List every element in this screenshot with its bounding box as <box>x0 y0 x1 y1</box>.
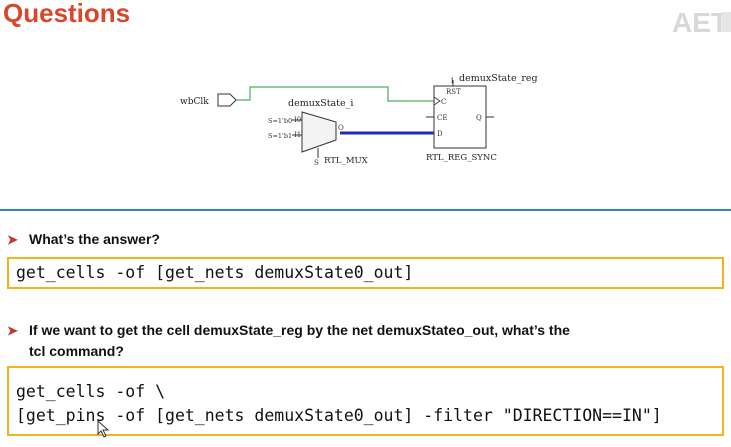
rtl-schematic: wbClk demuxState_i S=1'b0 I0 S=1'b1 I1 O… <box>180 73 538 167</box>
mux-out-pin: O <box>338 124 344 132</box>
mux-sel-pin: S <box>314 159 319 167</box>
logo-text: AET <box>672 7 728 38</box>
answer-2-code: get_cells -of \ [get_pins -of [get_nets … <box>7 366 724 436</box>
reg-q-pin: Q <box>476 114 482 122</box>
mux-instance-label: demuxState_i <box>288 98 353 109</box>
question-2-text-line1: If we want to get the cell demuxState_re… <box>29 322 570 338</box>
question-1-text: What’s the answer? <box>29 231 160 247</box>
reg-type-label: RTL_REG_SYNC <box>426 153 497 163</box>
clock-net <box>236 86 434 102</box>
code-line: [get_pins -of [get_nets demuxState0_out]… <box>16 406 662 425</box>
input-port-icon <box>217 93 237 107</box>
code-line: get_cells -of \ <box>16 382 166 401</box>
mux-shape <box>301 111 337 153</box>
section-divider <box>0 209 731 211</box>
question-2-text-line2: tcl command? <box>29 343 124 359</box>
aet-logo: AET <box>672 7 731 38</box>
answer-1-code: get_cells -of [get_nets demuxState0_out] <box>7 257 724 289</box>
reg-c-pin: C <box>441 98 446 106</box>
question-2: ➤ If we want to get the cell demuxState_r… <box>7 320 727 361</box>
mux-in0-pin: I0 <box>294 116 301 124</box>
reg-pin-top: 1 <box>450 77 454 85</box>
mux-type-label: RTL_MUX <box>324 156 369 166</box>
bullet-arrow-icon: ➤ <box>7 323 18 338</box>
code-line: get_cells -of [get_nets demuxState0_out] <box>16 263 414 282</box>
reg-d-pin: D <box>437 130 443 138</box>
slide-title: Questions <box>3 0 131 28</box>
bullet-arrow-icon: ➤ <box>7 232 18 247</box>
reg-instance-label: demuxState_reg <box>459 73 538 84</box>
question-1: ➤ What’s the answer? <box>7 229 160 250</box>
reg-rst-pin: RST <box>446 88 461 96</box>
mouse-cursor-icon <box>97 420 110 438</box>
input-port-label: wbClk <box>180 97 209 107</box>
mux-in1-label: S=1'b1 <box>268 132 292 140</box>
mux-in0-label: S=1'b0 <box>268 117 292 125</box>
register-shape <box>433 85 487 149</box>
reg-ce-pin: CE <box>437 114 447 122</box>
mux-in1-pin: I1 <box>294 131 301 139</box>
